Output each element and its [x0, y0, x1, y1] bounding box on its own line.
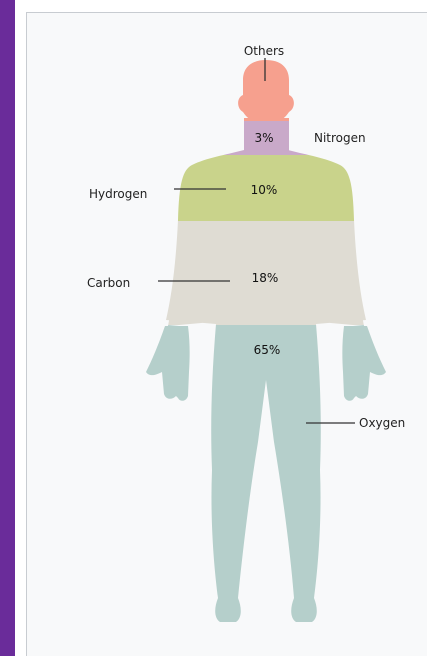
percent-carbon: 18% — [252, 271, 279, 285]
percent-oxygen: 65% — [254, 343, 281, 357]
label-hydrogen: Hydrogen — [89, 187, 147, 201]
percent-hydrogen: 10% — [251, 183, 278, 197]
label-oxygen: Oxygen — [359, 416, 405, 430]
percent-nitrogen: 3% — [254, 131, 273, 145]
lower-body-region — [120, 325, 420, 645]
label-others: Others — [244, 44, 284, 58]
label-carbon: Carbon — [87, 276, 130, 290]
label-nitrogen: Nitrogen — [314, 131, 366, 145]
